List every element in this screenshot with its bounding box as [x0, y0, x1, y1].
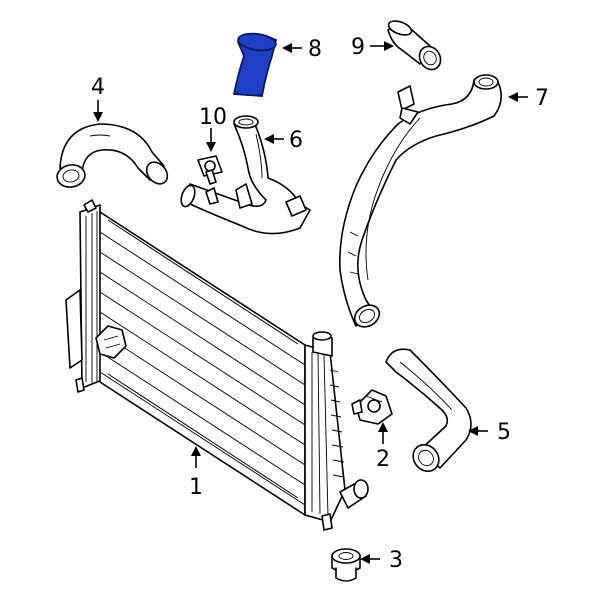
callout-6: 6 [289, 128, 303, 153]
part-9-hose[interactable] [387, 18, 445, 73]
callout-5: 5 [497, 420, 511, 445]
part-4-hose[interactable] [55, 123, 171, 189]
callout-9: 9 [351, 35, 365, 60]
part-5-hose[interactable] [385, 348, 472, 476]
callout-labels: 1 2 3 4 5 6 7 8 9 10 [91, 35, 549, 573]
callout-2: 2 [376, 447, 390, 472]
part-6-pipe[interactable] [179, 115, 311, 235]
callout-8: 8 [308, 37, 322, 62]
part-1-intercooler[interactable] [65, 199, 369, 531]
callout-7: 7 [535, 86, 549, 111]
callout-4: 4 [91, 75, 105, 100]
part-10-sensor[interactable] [197, 155, 223, 185]
part-7-pipe[interactable] [339, 74, 502, 331]
part-3-grommet[interactable] [331, 548, 361, 582]
callout-3: 3 [389, 548, 403, 573]
leader-lines [93, 41, 528, 564]
part-2-mount-bracket[interactable] [351, 389, 393, 425]
callout-10: 10 [199, 105, 227, 130]
part-8-hose-highlighted[interactable] [232, 31, 278, 97]
callout-1: 1 [189, 475, 203, 500]
